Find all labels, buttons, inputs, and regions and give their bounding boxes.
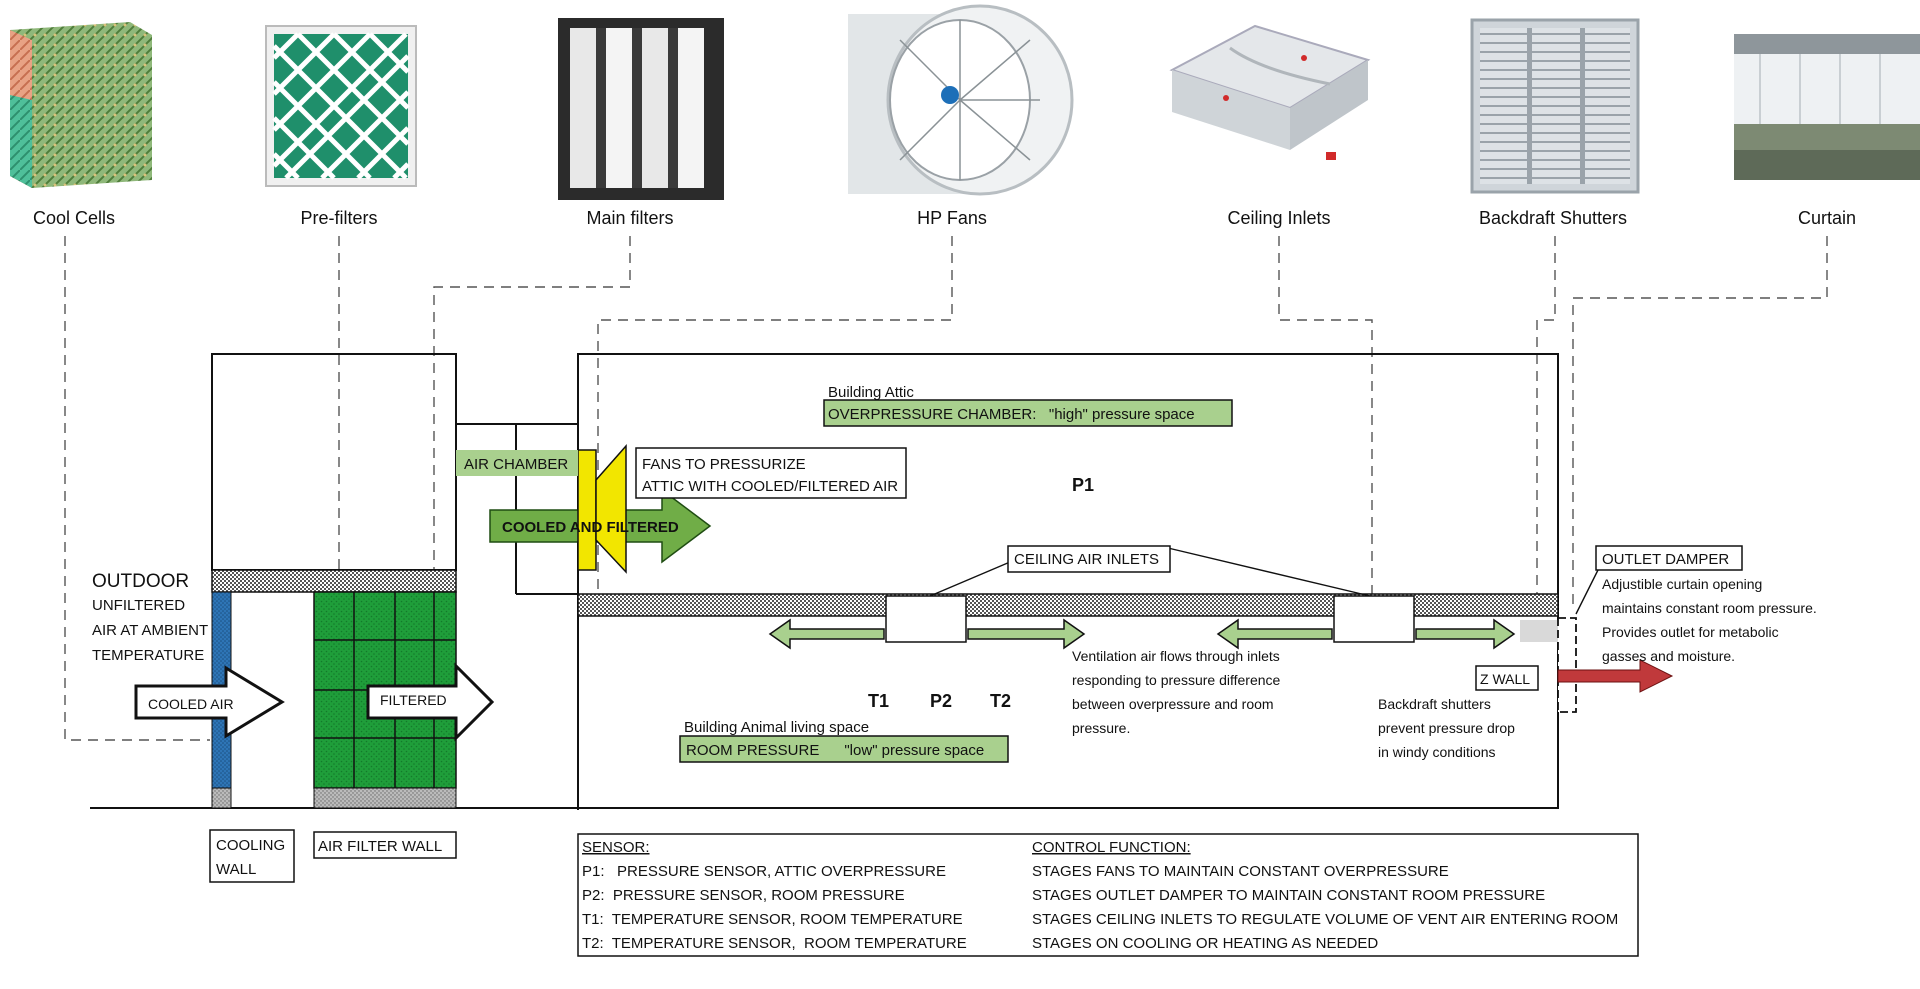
label-ceiling-inlets: Ceiling Inlets: [1227, 208, 1330, 228]
legend-row-function: STAGES OUTLET DAMPER TO MAINTAIN CONSTAN…: [1032, 887, 1545, 904]
cooling-wall-base: [211, 787, 232, 809]
outlet-note-1: Adjustible curtain opening: [1602, 576, 1762, 592]
air-chamber-label: AIR CHAMBER: [464, 456, 568, 473]
fans-note-box: [635, 447, 907, 499]
inflow-arrow-left-a: [768, 618, 885, 650]
outlet-note-2: maintains constant room pressure.: [1602, 600, 1817, 616]
backdraft-note-2: prevent pressure drop: [1378, 720, 1515, 736]
outdoor-line-1: OUTDOOR: [92, 571, 189, 592]
pleated-pre-filter-icon: [265, 25, 417, 187]
outdoor-line-3: AIR AT AMBIENT: [92, 622, 208, 639]
z-wall-box: [1475, 665, 1539, 691]
inflow-arrow-right-a: [1216, 618, 1333, 650]
label-cool-cells: Cool Cells: [33, 208, 115, 228]
legend-row-sensor: P2: PRESSURE SENSOR, ROOM PRESSURE: [582, 887, 905, 904]
ceiling-air-inlets-label: CEILING AIR INLETS: [1014, 551, 1159, 568]
cone-fan-icon: [848, 4, 1074, 196]
ceiling-band-left: [211, 569, 457, 593]
room-pressure-label: ROOM PRESSURE "low" pressure space: [686, 742, 984, 759]
building-outline: [90, 353, 1559, 810]
sensor-p2: P2: [930, 691, 952, 711]
label-curtain: Curtain: [1798, 208, 1856, 228]
sensor-legend: SENSOR: CONTROL FUNCTION: P1: PRESSURE S…: [582, 839, 1618, 952]
outdoor-line-2: UNFILTERED: [92, 597, 185, 614]
ceiling-air-inlets-box: [1007, 545, 1171, 573]
ceiling-inlet-left: [885, 595, 967, 643]
backdraft-shutter-area: [1520, 620, 1558, 642]
v-bank-main-filter-icon: [558, 18, 724, 200]
fans-note-line-2: ATTIC WITH COOLED/FILTERED AIR: [642, 478, 898, 495]
sensor-t1: T1: [868, 691, 889, 711]
backdraft-shutter-icon: [1470, 18, 1640, 194]
sensor-legend-box: [577, 833, 1639, 957]
legend-row-function: STAGES FANS TO MAINTAIN CONSTANT OVERPRE…: [1032, 863, 1449, 880]
filtered-arrow: [366, 662, 495, 742]
ventilation-note-3: between overpressure and room: [1072, 696, 1274, 712]
label-backdraft-shutters: Backdraft Shutters: [1479, 208, 1627, 228]
legend-row-function: STAGES ON COOLING OR HEATING AS NEEDED: [1032, 935, 1378, 952]
curtain-photo-icon: [1734, 34, 1920, 180]
room-pressure-box: [679, 735, 1009, 763]
outlet-damper-label: OUTLET DAMPER: [1602, 551, 1729, 568]
outlet-damper-box: [1595, 545, 1743, 571]
cooled-filtered-label: COOLED AND FILTERED: [502, 519, 679, 536]
label-main-filters: Main filters: [586, 208, 673, 228]
outlet-arrow: [1557, 659, 1674, 693]
inflow-arrow-left-b: [967, 618, 1086, 650]
backdraft-note-1: Backdraft shutters: [1378, 696, 1491, 712]
legend-sensor-header: SENSOR:: [582, 839, 650, 856]
overpressure-chamber-label: OVERPRESSURE CHAMBER: "high" pressure sp…: [828, 406, 1195, 423]
cool-cell-pad-icon: [10, 22, 152, 188]
legend-function-header: CONTROL FUNCTION:: [1032, 839, 1191, 856]
leader-lines: [64, 236, 1828, 741]
cooled-air-arrow: [134, 665, 285, 739]
air-chamber-box: [456, 450, 578, 476]
air-filter-wall-label: AIR FILTER WALL: [318, 838, 442, 855]
cooling-wall-label-2: WALL: [216, 861, 256, 878]
fans-note-line-1: FANS TO PRESSURIZE: [642, 456, 806, 473]
overpressure-chamber-box: [823, 399, 1233, 427]
ventilation-note-2: responding to pressure difference: [1072, 672, 1281, 688]
label-hp-fans: HP Fans: [917, 208, 987, 228]
outlet-note-4: gasses and moisture.: [1602, 648, 1735, 664]
pressurizing-fan-icon: [577, 444, 627, 574]
legend-row-sensor: T2: TEMPERATURE SENSOR, ROOM TEMPERATURE: [582, 935, 967, 952]
sensor-p1: P1: [1072, 475, 1094, 495]
sensor-t2: T2: [990, 691, 1011, 711]
attic-title: Building Attic: [828, 384, 914, 401]
cooled-air-label: COOLED AIR: [148, 696, 234, 712]
label-pre-filters: Pre-filters: [300, 208, 377, 228]
legend-row-sensor: P1: PRESSURE SENSOR, ATTIC OVERPRESSURE: [582, 863, 946, 880]
inflow-arrow-right-b: [1415, 618, 1516, 650]
ventilation-note-4: pressure.: [1072, 720, 1130, 736]
backdraft-note-3: in windy conditions: [1378, 744, 1496, 760]
z-wall-label: Z WALL: [1480, 671, 1530, 687]
ceiling-inlet-pointers: [929, 547, 1601, 615]
outlet-note-3: Provides outlet for metabolic: [1602, 624, 1779, 640]
outlet-damper: [1557, 617, 1577, 713]
living-space-title: Building Animal living space: [684, 719, 869, 736]
ceiling-inlet-icon: [1169, 24, 1371, 160]
ventilation-note-1: Ventilation air flows through inlets: [1072, 648, 1280, 664]
ceiling-band-main: [577, 593, 1559, 617]
legend-row-sensor: T1: TEMPERATURE SENSOR, ROOM TEMPERATURE: [582, 911, 963, 928]
ceiling-inlet-right: [1333, 595, 1415, 643]
outdoor-line-4: TEMPERATURE: [92, 647, 204, 664]
air-filter-wall-box: [313, 831, 457, 859]
component-labels: Cool Cells Pre-filters Main filters HP F…: [33, 208, 1856, 228]
legend-row-function: STAGES CEILING INLETS TO REGULATE VOLUME…: [1032, 911, 1618, 928]
cooling-wall-label-1: COOLING: [216, 837, 285, 854]
cooling-wall-box: [209, 829, 295, 883]
filtered-label: FILTERED: [380, 692, 447, 708]
